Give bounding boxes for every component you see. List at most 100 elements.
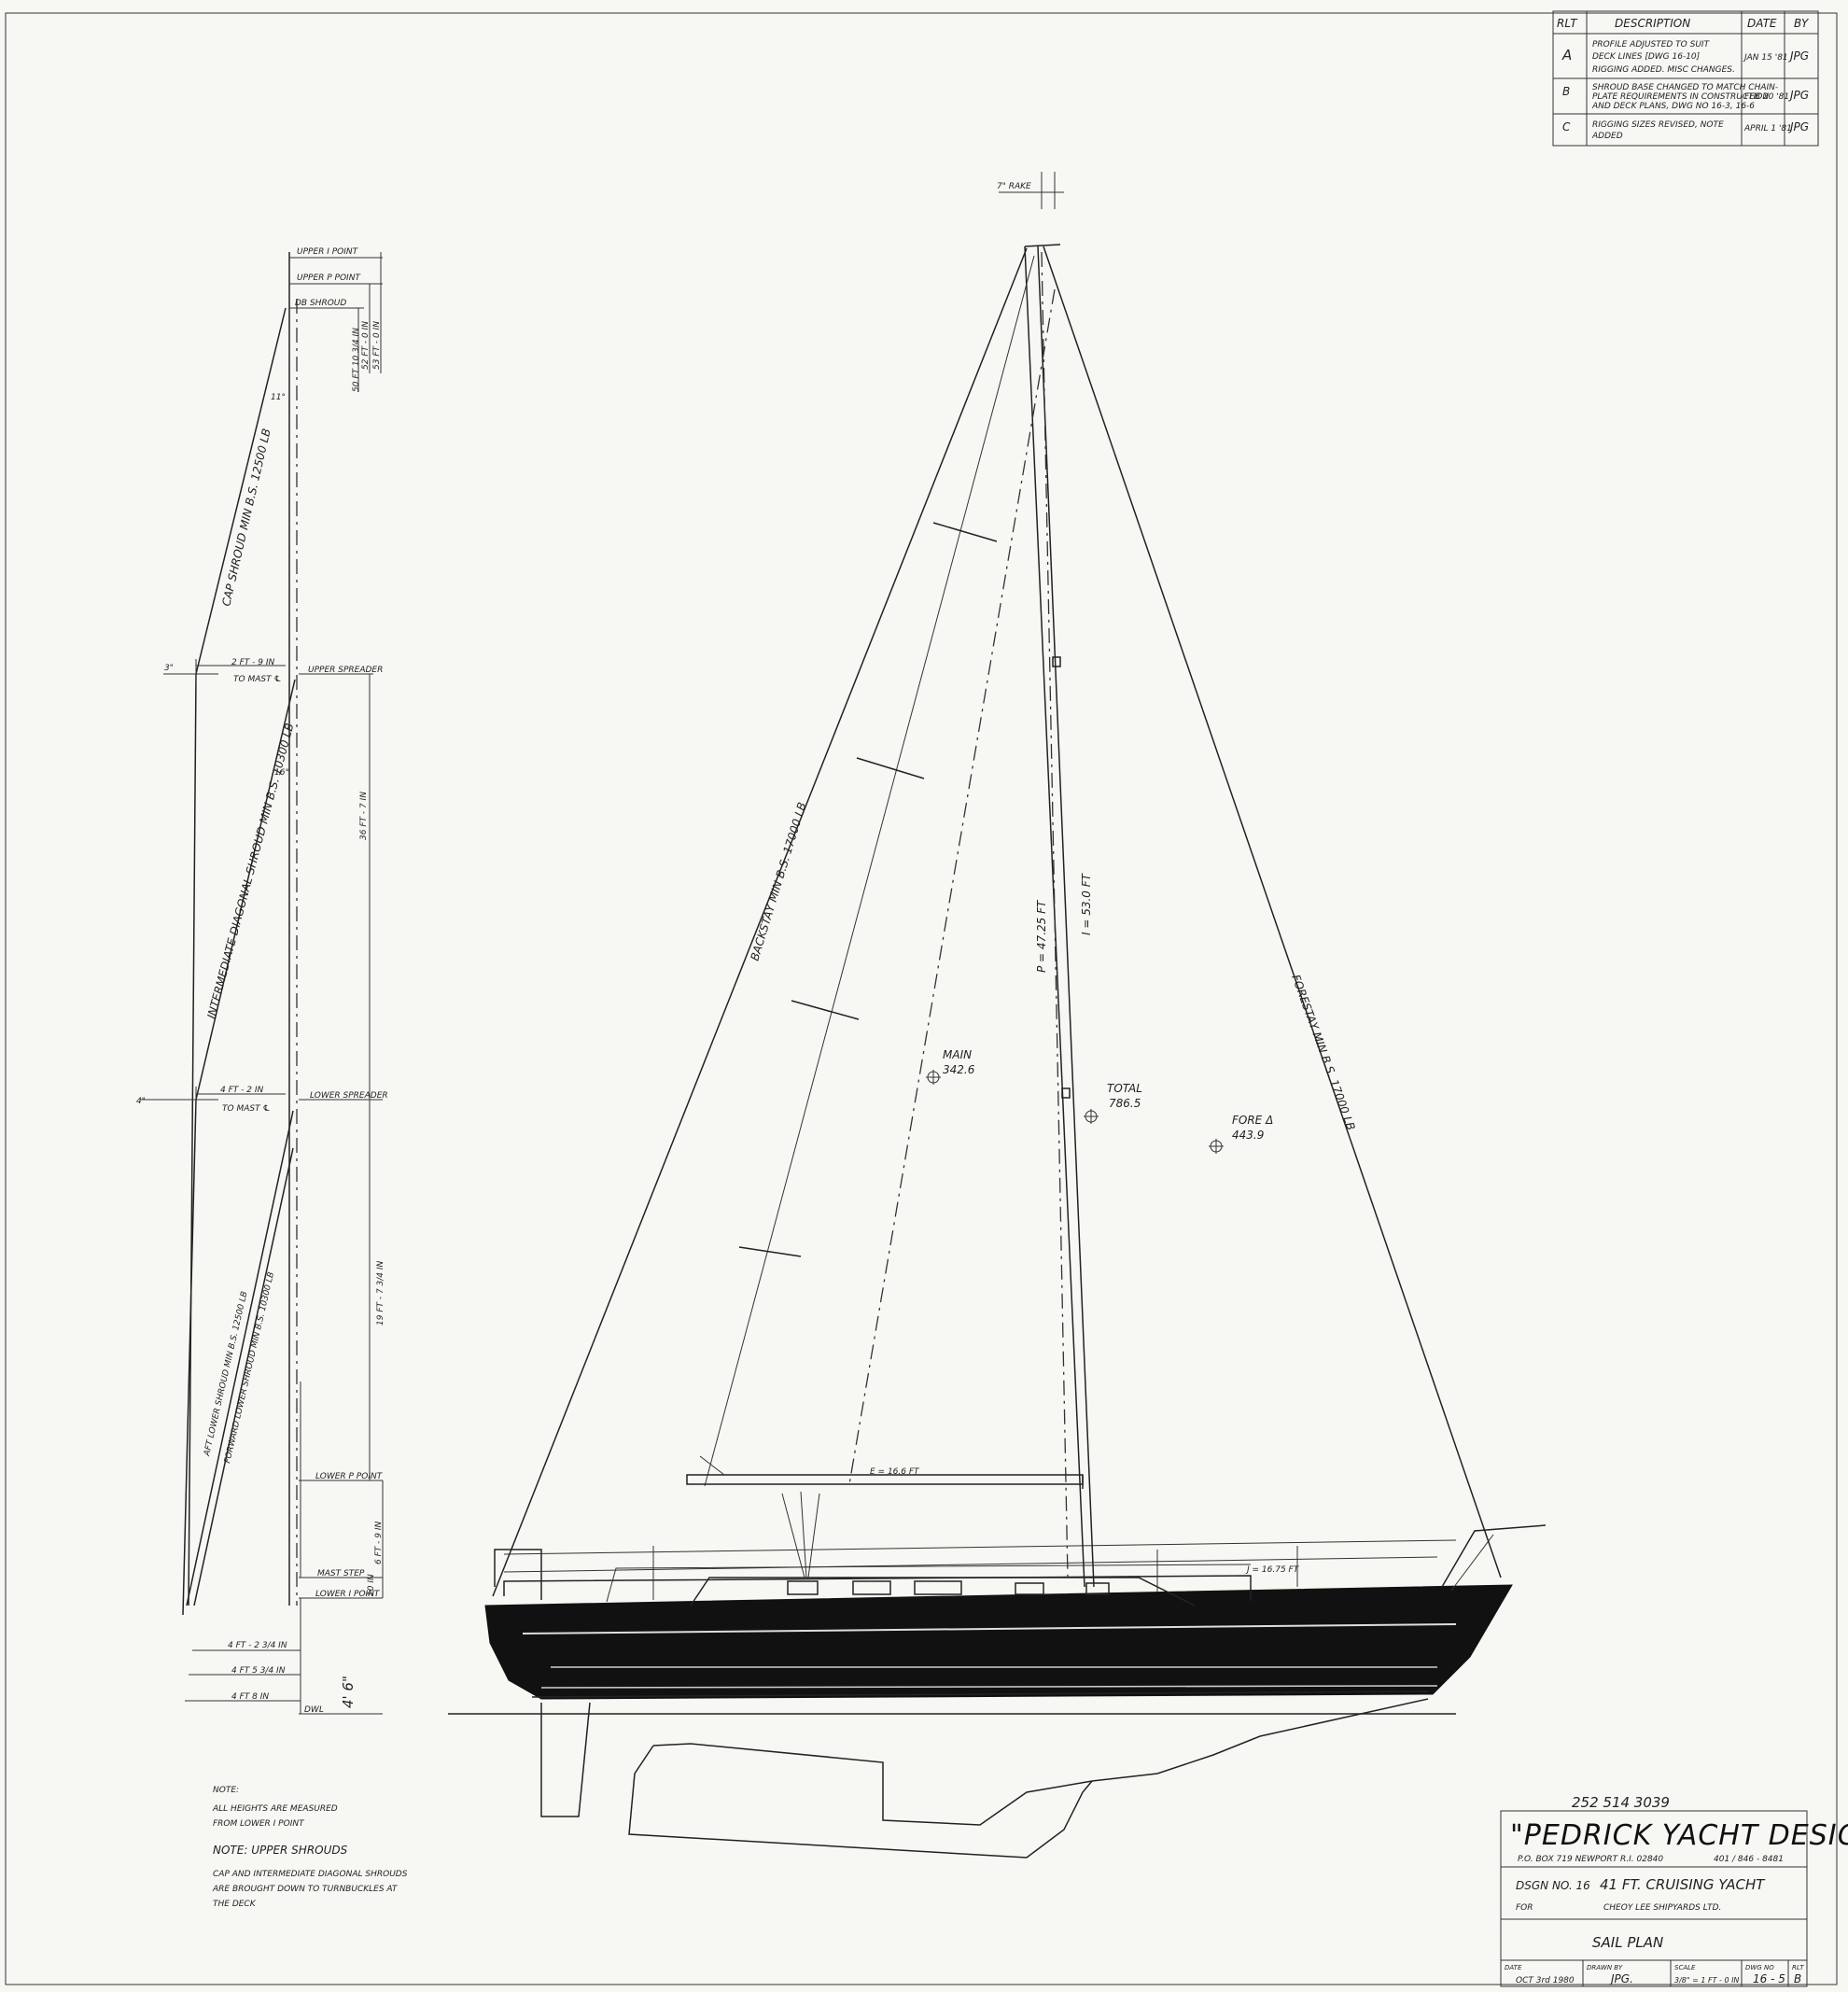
batten-1 xyxy=(932,522,998,542)
rev-c-by: JPG xyxy=(1788,120,1809,133)
note1-line1: ALL HEIGHTS ARE MEASURED xyxy=(212,1804,338,1814)
dim-a: 4 FT - 2 3/4 IN xyxy=(228,1641,287,1650)
rev-c-ref: C xyxy=(1562,120,1571,133)
deck-line xyxy=(503,1575,1252,1601)
label-lower-i-point: LOWER I POINT xyxy=(315,1590,381,1599)
mast-aft-edge xyxy=(1024,245,1085,1588)
label-mast-step: MAST STEP xyxy=(317,1569,365,1578)
label-dwl: DWL xyxy=(304,1705,324,1715)
label-j-dim: J = 16.75 FT xyxy=(1245,1565,1300,1575)
rev-a-by: JPG xyxy=(1788,49,1809,63)
rev-b-line2: PLATE REQUIREMENTS IN CONSTRUCTION xyxy=(1592,92,1769,102)
label-e-dim: E = 16.6 FT xyxy=(870,1467,920,1477)
label-offset-4: 4" xyxy=(136,1097,146,1106)
label-fore: FORE Δ xyxy=(1232,1114,1273,1127)
label-backstay: BACKSTAY MIN B.S. 17000 LB xyxy=(748,801,808,962)
label-p-dim: P = 47.25 FT xyxy=(1035,899,1048,973)
dim-top2: 52 FT - 0 IN xyxy=(361,321,371,370)
batten-2 xyxy=(856,757,925,779)
dim-top1: 50 FT 10 3/4 IN xyxy=(352,328,361,392)
hull-topsides xyxy=(484,1584,1513,1700)
drawn-label: DRAWN BY xyxy=(1587,1964,1623,1971)
rig-fwd-lower-shroud xyxy=(193,1147,294,1606)
label-upper-p-point: UPPER P POINT xyxy=(297,274,361,283)
dim-p2: 10 IN xyxy=(367,1574,376,1596)
dim-d: 4' 6" xyxy=(340,1676,357,1708)
portlight-2 xyxy=(852,1580,891,1595)
batten-3 xyxy=(791,1000,860,1020)
main-leech xyxy=(704,255,1035,1487)
rev-a-ref: A xyxy=(1561,47,1572,63)
keel-profile xyxy=(652,1698,1429,1826)
drawing-title: SAIL PLAN xyxy=(1592,1934,1663,1951)
note2-title: NOTE: UPPER SHROUDS xyxy=(213,1844,348,1857)
sail-plan: 7" RAKE xyxy=(448,172,1547,1859)
rev-c-line1: RIGGING SIZES REVISED, NOTE xyxy=(1592,120,1724,130)
stern-pulpit xyxy=(494,1549,542,1600)
label-lower-spreader: LOWER SPREADER xyxy=(310,1091,388,1101)
rudder xyxy=(540,1702,591,1817)
note2-line2: ARE BROUGHT DOWN TO TURNBUCKLES AT xyxy=(212,1885,399,1894)
rigging-diagram: UPPER I POINT UPPER P POINT DB SHROUD 50… xyxy=(136,247,388,1715)
dim-low: 19 FT - 7 3/4 IN xyxy=(376,1260,385,1326)
date-value: OCT 3rd 1980 xyxy=(1516,1976,1575,1985)
dwg-value: 16 - 5 xyxy=(1753,1972,1785,1985)
label-angle-16: 16° xyxy=(274,768,289,778)
bow-pulpit xyxy=(1441,1524,1547,1588)
label-offset-3: 3" xyxy=(164,664,174,673)
label-lower-spreader-len: 4 FT - 2 IN xyxy=(220,1086,263,1095)
dwg-label: DWG NO xyxy=(1745,1964,1774,1971)
label-angle-11: 11° xyxy=(271,393,286,402)
label-main: MAIN xyxy=(943,1048,972,1061)
note2-line3: THE DECK xyxy=(213,1900,257,1909)
label-to-mast-cl-1: TO MAST ℄ xyxy=(233,675,282,684)
dim-c: 4 FT 8 IN xyxy=(231,1692,269,1702)
rev-header-description: DESCRIPTION xyxy=(1615,17,1690,30)
rlt-label: RLT xyxy=(1792,1964,1804,1971)
cabin-trunk xyxy=(690,1577,1196,1606)
rev-a-line3: RIGGING ADDED. MISC CHANGES. xyxy=(1592,65,1735,75)
label-total-area: 786.5 xyxy=(1109,1097,1141,1110)
rev-header-ref: RLT xyxy=(1557,17,1578,30)
rev-c-line2: ADDED xyxy=(1591,132,1623,141)
design-no: DSGN NO. 16 xyxy=(1516,1879,1590,1892)
label-total: TOTAL xyxy=(1107,1082,1142,1095)
project-name: 41 FT. CRUISING YACHT xyxy=(1600,1876,1766,1893)
label-fore-area: 443.9 xyxy=(1232,1129,1264,1142)
note2-line1: CAP AND INTERMEDIATE DIAGONAL SHROUDS xyxy=(213,1870,408,1879)
batten-4 xyxy=(738,1246,802,1257)
label-to-mast-cl-2: TO MAST ℄ xyxy=(222,1104,271,1114)
revision-table: RLT DESCRIPTION DATE BY A PROFILE ADJUST… xyxy=(1552,10,1819,147)
portlight-4 xyxy=(1015,1582,1044,1595)
portlight-1 xyxy=(787,1580,819,1595)
dim-top3: 53 FT - 0 IN xyxy=(372,321,382,370)
forestay xyxy=(1043,245,1502,1578)
label-forestay: FORESTAY MIN B.S. 17000 LB xyxy=(1289,973,1357,1132)
rev-b-by: JPG xyxy=(1788,89,1809,102)
drawn-value: JPG. xyxy=(1609,1972,1633,1985)
firm-address: P.O. BOX 719 NEWPORT R.I. 02840 xyxy=(1518,1855,1663,1864)
rev-b-ref: B xyxy=(1562,85,1570,98)
label-lower-p-point: LOWER P POINT xyxy=(315,1472,384,1481)
note1-line2: FROM LOWER I POINT xyxy=(213,1819,305,1829)
label-upper-spreader-len: 2 FT - 9 IN xyxy=(231,658,274,667)
rig-aft-lower-shroud xyxy=(186,1110,294,1606)
mast-fwd-edge xyxy=(1037,245,1095,1588)
main-luff-dash xyxy=(848,288,1056,1485)
dim-mid: 36 FT - 7 IN xyxy=(359,792,369,840)
scale-label: SCALE xyxy=(1674,1964,1696,1971)
rev-b-line3: AND DECK PLANS, DWG NO 16-3, 16-6 xyxy=(1591,102,1755,111)
lifeline-upper xyxy=(503,1539,1457,1555)
label-rake: 7" RAKE xyxy=(997,182,1031,191)
client-name: CHEOY LEE SHIPYARDS LTD. xyxy=(1603,1903,1721,1913)
rig-cap-shroud xyxy=(195,307,287,675)
rev-a-line2: DECK LINES [DWG 16-10] xyxy=(1592,52,1701,62)
mast-centerline xyxy=(1041,251,1069,1578)
label-i-dim: I = 53.0 FT xyxy=(1080,872,1093,935)
rev-b-date: FEB 20 '81 xyxy=(1744,92,1789,102)
handwritten-phone: 252 514 3039 xyxy=(1572,1794,1670,1811)
lifeline-lower xyxy=(503,1556,1438,1573)
notes: NOTE: ALL HEIGHTS ARE MEASURED FROM LOWE… xyxy=(212,1786,408,1909)
